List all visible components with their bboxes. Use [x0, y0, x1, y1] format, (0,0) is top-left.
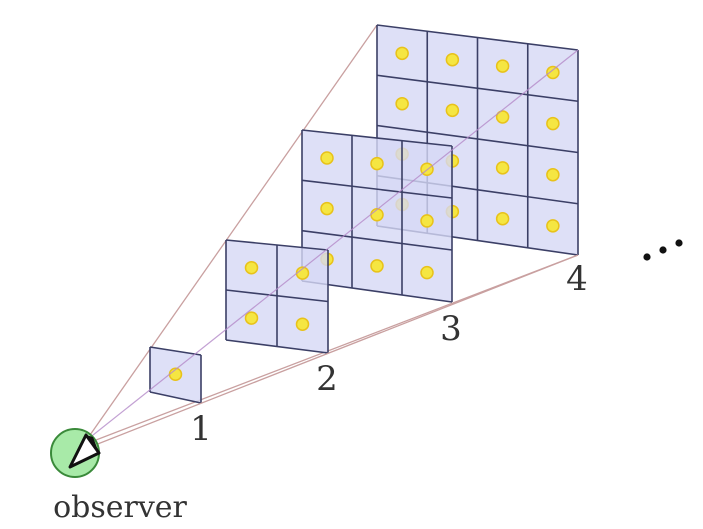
panel-1: [149, 346, 202, 404]
pixel-dot: [395, 96, 409, 111]
panel-2: [225, 239, 329, 354]
pixel-dot: [546, 116, 560, 131]
pixel-dot: [295, 317, 310, 331]
pixel-dot: [495, 161, 510, 175]
pixel-dot: [320, 201, 334, 216]
pixel-dot: [420, 214, 434, 228]
pixel-dot: [370, 259, 384, 273]
ellipsis-icon: [643, 239, 683, 261]
pixel-dot: [495, 110, 510, 124]
pixel-dot: [370, 156, 384, 171]
front-rays: [82, 49, 579, 450]
pixel-dot: [370, 208, 384, 222]
pixel-dot: [445, 103, 460, 118]
pixel-dot: [244, 311, 259, 325]
pixel-dot: [420, 265, 434, 280]
pixel-dot: [445, 52, 460, 67]
panel-label-3: 3: [440, 309, 462, 349]
pixel-dot: [244, 260, 259, 275]
pixel-dot: [320, 151, 334, 165]
pixel-dot: [495, 211, 510, 226]
panel-label-4: 4: [566, 259, 588, 299]
observer-label: observer: [53, 490, 187, 525]
panel-label-1: 1: [190, 409, 212, 449]
observer-icon: [50, 428, 101, 478]
pixel-dot: [395, 46, 409, 61]
pixel-dot: [546, 219, 560, 233]
panel-label-2: 2: [316, 359, 338, 399]
panel-3: [301, 129, 453, 303]
pixel-dot: [546, 167, 560, 182]
pixel-dot: [546, 65, 560, 80]
view-frustum-rays: [82, 24, 579, 446]
pixel-dot: [495, 59, 510, 73]
